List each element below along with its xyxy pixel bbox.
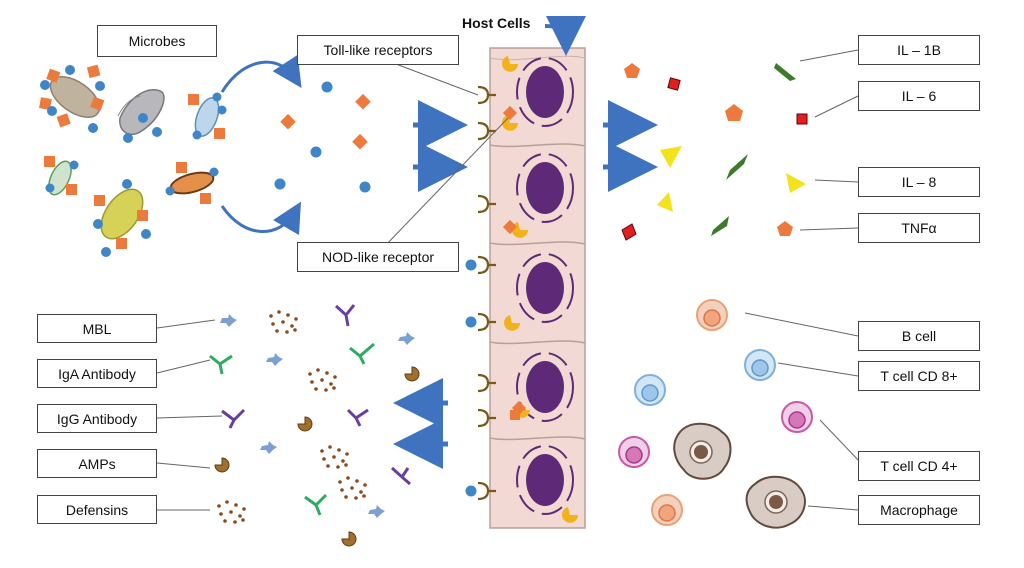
label-il-6: IL – 6 — [858, 81, 980, 111]
defensin-dot — [344, 463, 348, 467]
defensin-dot — [293, 328, 297, 332]
defensin-dot — [332, 455, 336, 459]
label-b-cell: B cell — [858, 321, 980, 351]
defensin-dot — [322, 457, 326, 461]
label-mbl: MBL — [37, 314, 157, 343]
label-nod-like-receptor: NOD-like receptor — [297, 242, 459, 272]
immune-cell-group — [618, 299, 813, 529]
defensin-dot — [269, 314, 273, 318]
defensin-dot — [354, 496, 358, 500]
label-igg-antibody: IgG Antibody — [37, 404, 157, 433]
defensin-dot — [238, 514, 242, 518]
defensin-dot — [310, 380, 314, 384]
defensin-dot — [346, 476, 350, 480]
label-t-cell-cd8: T cell CD 8+ — [858, 361, 980, 391]
defensin-dot — [359, 490, 363, 494]
defensin-dot — [308, 372, 312, 376]
label-iga-antibody: IgA Antibody — [37, 359, 157, 388]
defensin-dot — [325, 371, 329, 375]
label-toll-like-receptors: Toll-like receptors — [297, 35, 459, 65]
defensin-dot — [223, 519, 227, 523]
defensin-dot — [350, 486, 354, 490]
defensin-dot — [324, 388, 328, 392]
defensin-dot — [233, 520, 237, 524]
defensin-dot — [329, 382, 333, 386]
label-defensins: Defensins — [37, 495, 157, 524]
defensin-dot — [326, 464, 330, 468]
defensin-dot — [229, 510, 233, 514]
defensin-dot — [271, 322, 275, 326]
defensin-dot — [338, 480, 342, 484]
label-t-cell-cd4: T cell CD 4+ — [858, 451, 980, 481]
defensin-dot — [328, 445, 332, 449]
defensin-dot — [333, 375, 337, 379]
defensin-dot — [345, 452, 349, 456]
label-amps: AMPs — [37, 449, 157, 478]
defensin-dot — [314, 387, 318, 391]
defensin-dot — [344, 495, 348, 499]
defensin-dot — [341, 459, 345, 463]
defensin-dot — [234, 503, 238, 507]
effector-group — [209, 304, 420, 547]
defensin-dot — [320, 449, 324, 453]
defensin-dot — [336, 465, 340, 469]
defensin-dot — [290, 324, 294, 328]
defensin-dot — [286, 313, 290, 317]
defensin-dot — [275, 329, 279, 333]
defensin-dot — [363, 483, 367, 487]
defensin-dot — [355, 479, 359, 483]
microbe-group — [39, 64, 227, 257]
label-macrophage: Macrophage — [858, 495, 980, 525]
defensin-dot — [320, 378, 324, 382]
leader-lines — [156, 49, 861, 511]
host-cells-title: Host Cells — [462, 15, 531, 31]
defensin-dot — [277, 310, 281, 314]
defensin-dot — [219, 512, 223, 516]
defensin-dot — [337, 448, 341, 452]
defensin-dot — [285, 330, 289, 334]
cytokine-group — [621, 63, 808, 241]
host-cell-column — [465, 47, 586, 529]
defensin-dot — [340, 488, 344, 492]
label-il-1b: IL – 1B — [858, 35, 980, 65]
defensin-dot — [362, 494, 366, 498]
defensin-dot — [242, 507, 246, 511]
defensin-dot — [217, 504, 221, 508]
defensin-dot — [332, 386, 336, 390]
defensin-dot — [281, 320, 285, 324]
label-il-8: IL – 8 — [858, 167, 980, 197]
label-microbes: Microbes — [97, 25, 217, 57]
defensin-dot — [241, 518, 245, 522]
defensin-dot — [316, 368, 320, 372]
label-tnfa: TNFα — [858, 213, 980, 243]
defensin-dot — [225, 500, 229, 504]
defensin-dot — [294, 317, 298, 321]
